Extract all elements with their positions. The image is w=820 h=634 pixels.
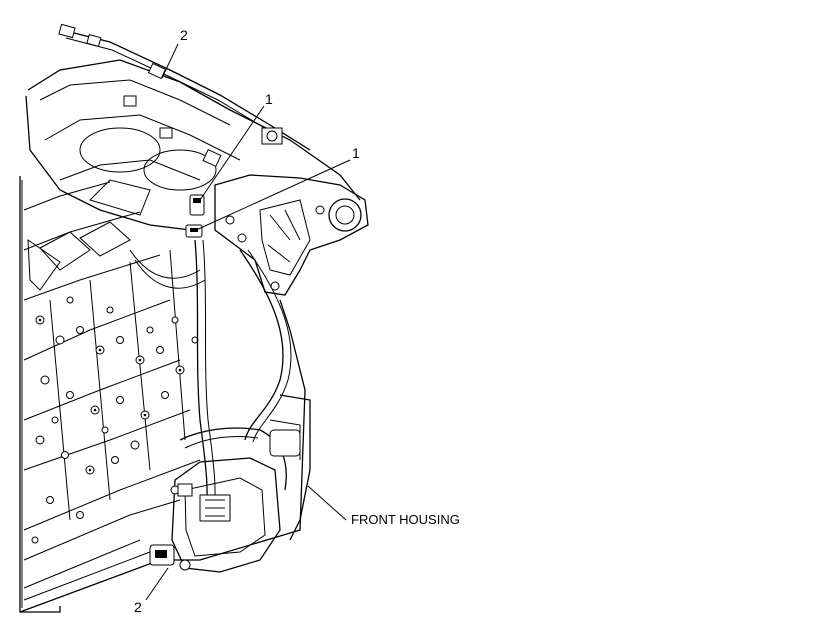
wiring-harness xyxy=(129,239,292,521)
callout-1-upper: 1 xyxy=(265,91,273,107)
callout-2-bottom: 2 xyxy=(134,599,142,615)
leader-upper-1 xyxy=(197,105,265,204)
leader-bottom-2 xyxy=(145,567,169,601)
leader-lower-1 xyxy=(193,159,351,232)
exhaust-manifold xyxy=(25,23,361,231)
front-housing-label: FRONT HOUSING xyxy=(351,512,460,527)
front-housing xyxy=(149,394,311,573)
bolt-heads xyxy=(31,296,199,544)
callout-1-lower: 1 xyxy=(352,145,360,161)
leader-lines xyxy=(145,43,351,601)
front-bracket xyxy=(214,174,369,296)
leader-top-2 xyxy=(161,43,179,79)
callout-2-top: 2 xyxy=(180,27,188,43)
leader-front-housing xyxy=(307,485,347,521)
